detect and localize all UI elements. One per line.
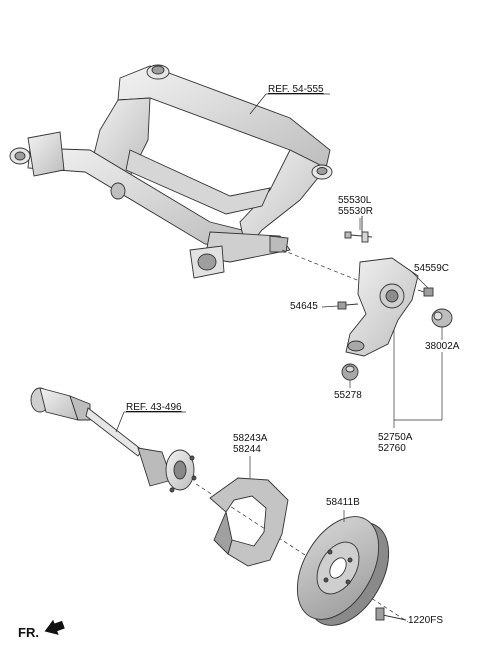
drive-shaft [30,387,197,493]
part-label-54645[interactable]: 54645 [290,301,318,312]
part-label-54559C[interactable]: 54559C [414,263,450,274]
part-label-52760[interactable]: 52760 [378,443,406,454]
screw-1220FS [375,607,407,621]
part-label-55278[interactable]: 55278 [334,390,362,401]
bushing-55278 [341,363,359,381]
subframe-bushing-right [311,164,333,180]
subframe-bushing-left [9,147,31,165]
subframe-bushing-rear [146,64,170,80]
part-label-58411B[interactable]: 58411B [326,497,360,508]
ref-subframe-leader [249,93,330,115]
dust-cover [209,477,289,567]
rear-subframe [27,65,331,263]
part-label-52750A[interactable]: 52750A [378,432,413,443]
subframe-bushing-front [110,182,225,279]
ref-shaft-leader [115,411,186,433]
front-direction-label: FR. [18,625,39,640]
subframe-knuckle-leader [281,249,363,283]
knuckle-leaders [321,218,443,428]
part-label-58244[interactable]: 58244 [233,444,261,455]
bushing-38002A [431,308,453,328]
part-label-55530R[interactable]: 55530R [338,206,374,217]
ref-43-496-label[interactable]: REF. 43-496 [126,402,182,413]
ref-54-555-label[interactable]: REF. 54-555 [268,84,324,95]
part-label-55530L[interactable]: 55530L [338,195,372,206]
knuckle-bolt-54559C [417,287,434,297]
toe-link-bolt [344,216,373,243]
knuckle-bolt-54645 [337,301,359,310]
part-label-38002A[interactable]: 38002A [425,341,460,352]
brake-disc [296,516,390,626]
part-label-1220FS[interactable]: 1220FS [408,615,444,626]
front-arrow-icon [44,619,65,635]
part-label-58243A[interactable]: 58243A [233,433,268,444]
rear-knuckle [345,257,419,357]
